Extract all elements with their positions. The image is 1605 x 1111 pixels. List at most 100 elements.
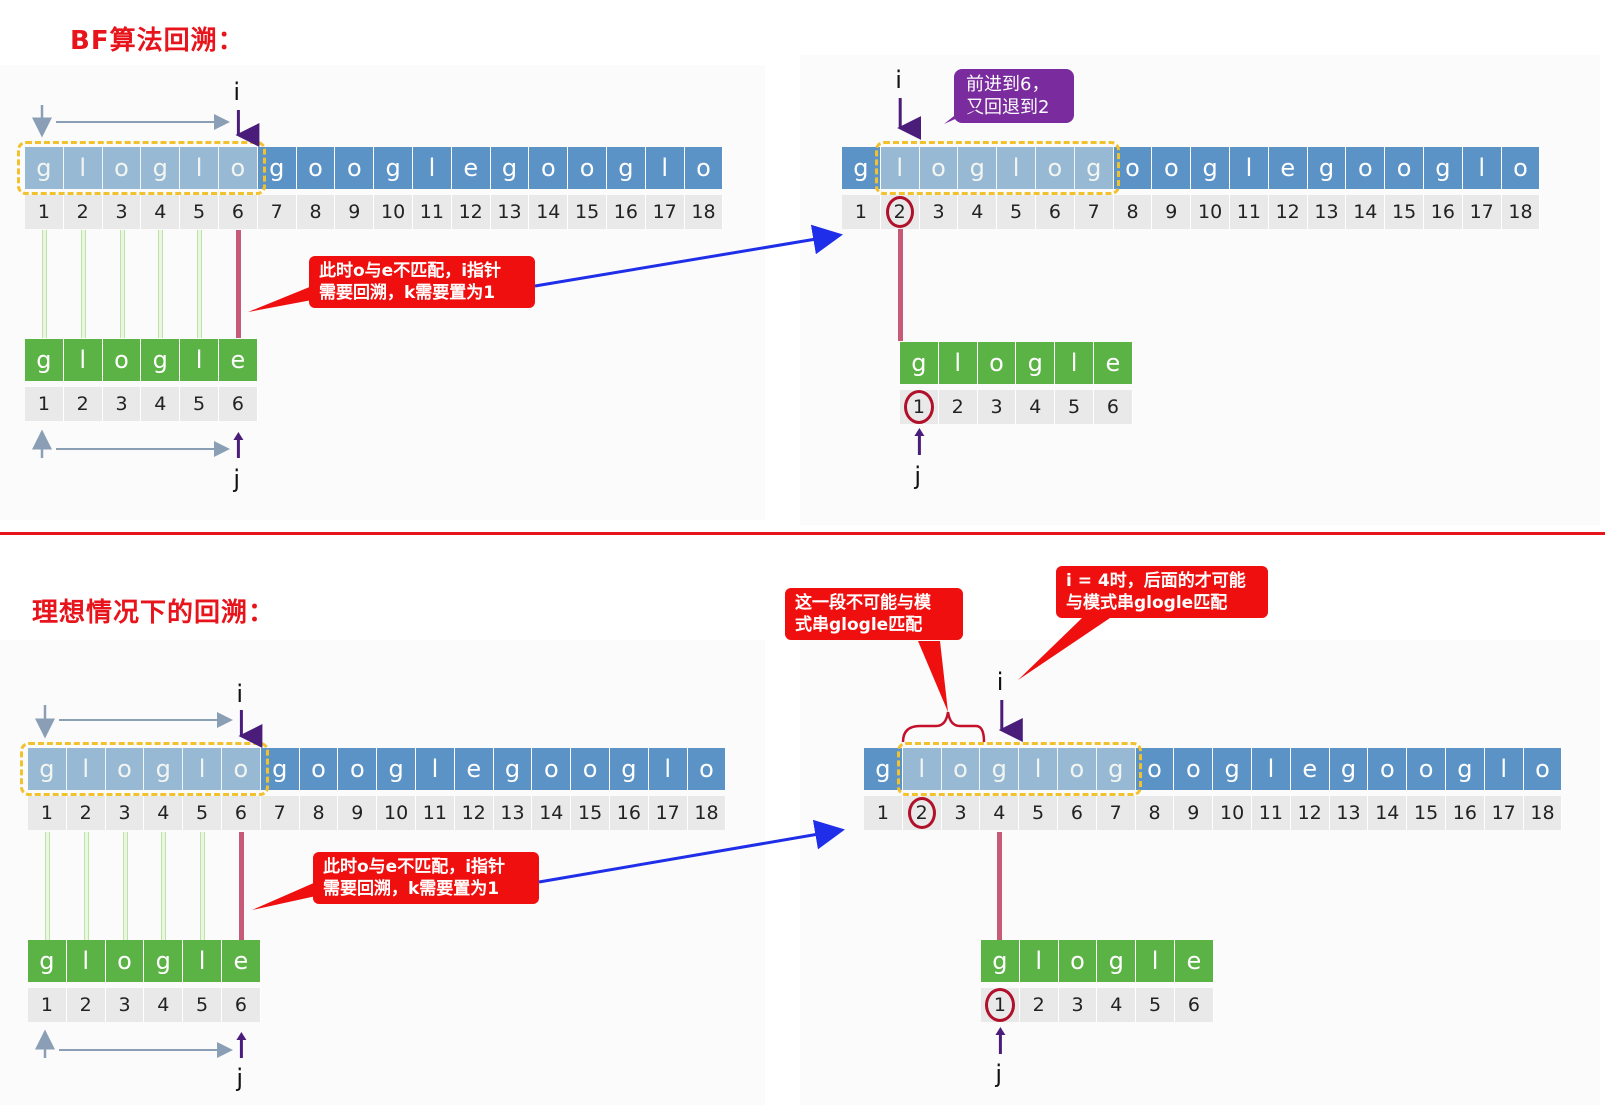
tr-pointer-i: i	[895, 66, 902, 94]
br-main-char-5: l	[1019, 748, 1058, 790]
bl-main-index-18: 18	[687, 796, 727, 830]
tl-main-char-6: o	[219, 147, 258, 189]
br-main-index-14: 14	[1368, 796, 1408, 830]
tl-pattern-char-6: e	[219, 339, 258, 381]
tl-pattern-index-3: 3	[102, 387, 142, 421]
tl-main-index-2: 2	[63, 195, 103, 229]
br-main-char-12: e	[1290, 748, 1330, 790]
tl-pointer-j: j	[233, 465, 241, 493]
callout-mismatch-top: 此时o与e不匹配，i指针 需要回溯，k需要置为1	[309, 256, 535, 308]
bl-main-char-18: o	[687, 748, 727, 790]
bl-main-index-11: 11	[416, 796, 455, 830]
br-main-char-10: g	[1213, 748, 1252, 790]
br-main-char-6: o	[1058, 748, 1097, 790]
tr-main-index-10: 10	[1191, 195, 1230, 229]
br-main-index-10: 10	[1213, 796, 1252, 830]
tl-compared-shade	[25, 147, 258, 189]
br-main-index-5: 5	[1019, 796, 1058, 830]
tr-pattern-index-5: 5	[1055, 390, 1094, 424]
bl-main-char-6: o	[222, 748, 261, 790]
tl-pattern-index-2: 2	[63, 387, 103, 421]
tr-pattern-index-3: 3	[977, 390, 1017, 424]
title-bf-backtrack: BF算法回溯：	[70, 26, 245, 56]
tr-pointer-j: j	[914, 462, 922, 490]
br-main-char-9: o	[1174, 748, 1214, 790]
bl-match-line-5	[200, 832, 206, 940]
tl-main-char-5: l	[180, 147, 219, 189]
tl-main-char-13: g	[490, 147, 530, 189]
bl-main-index-3: 3	[105, 796, 145, 830]
tr-main-index-18: 18	[1501, 195, 1541, 229]
tl-main-index-12: 12	[451, 195, 491, 229]
bl-main-index-6: 6	[222, 796, 261, 830]
bl-compared-shade	[28, 748, 261, 790]
callout-i4-line1: i = 4时，后面的才可能	[1066, 571, 1246, 591]
br-main-char-16: g	[1446, 748, 1485, 790]
callout-i-equals-4: i = 4时，后面的才可能 与模式串glogle匹配	[1056, 566, 1268, 618]
bl-pattern-char-3: o	[105, 940, 145, 982]
tl-main-char-9: o	[335, 147, 375, 189]
tl-pattern-char-1: g	[25, 339, 64, 381]
tr-main-char-16: g	[1424, 147, 1463, 189]
br-pattern-index-4: 4	[1097, 988, 1137, 1022]
tr-pattern-index-4: 4	[1016, 390, 1056, 424]
bl-match-line-2	[83, 832, 89, 940]
tr-main-char-12: e	[1268, 147, 1308, 189]
br-compared-shade	[902, 748, 1136, 790]
bl-main-char-13: g	[493, 748, 533, 790]
tl-match-line-4	[158, 230, 164, 338]
tl-main-char-15: o	[568, 147, 607, 189]
br-main-char-14: o	[1368, 748, 1408, 790]
tr-main-char-11: l	[1230, 147, 1269, 189]
br-main-char-2: l	[902, 748, 942, 790]
bl-main-char-14: o	[532, 748, 572, 790]
tr-main-index-14: 14	[1346, 195, 1386, 229]
tl-main-char-18: o	[684, 147, 724, 189]
tr-main-char-18: o	[1501, 147, 1541, 189]
bl-pattern-index-3: 3	[105, 988, 145, 1022]
tr-main-index-4: 4	[958, 195, 998, 229]
br-pattern-index-2: 2	[1019, 988, 1059, 1022]
tr-pattern-index-6: 6	[1094, 390, 1133, 424]
bl-main-char-16: g	[610, 748, 649, 790]
bl-main-index-10: 10	[377, 796, 416, 830]
bl-pattern-char-5: l	[183, 940, 222, 982]
callout-advance-line1: 前进到6，	[966, 74, 1050, 95]
tl-main-index-14: 14	[529, 195, 569, 229]
tl-match-line-2	[80, 230, 86, 338]
tl-main-char-16: g	[607, 147, 646, 189]
br-main-index-16: 16	[1446, 796, 1485, 830]
br-main-index-12: 12	[1290, 796, 1330, 830]
bottom-right-slide	[800, 640, 1600, 1105]
bl-main-index-13: 13	[493, 796, 533, 830]
tl-mismatch-line	[235, 230, 241, 338]
tr-pattern-char-5: l	[1055, 342, 1094, 384]
callout-mismatch-bottom-line2: 需要回溯，k需要置为1	[323, 879, 500, 899]
tl-main-index-6: 6	[219, 195, 258, 229]
bl-main-index-1: 1	[28, 796, 67, 830]
tr-main-index-17: 17	[1462, 195, 1502, 229]
tr-index-2-circle	[886, 196, 915, 228]
tl-match-box	[17, 141, 266, 195]
tr-main-char-15: o	[1385, 147, 1424, 189]
tr-main-index-5: 5	[997, 195, 1036, 229]
top-right-slide	[800, 55, 1600, 525]
bl-main-index-12: 12	[454, 796, 494, 830]
tl-main-index-17: 17	[645, 195, 685, 229]
bl-main-char-17: l	[648, 748, 688, 790]
tr-main-char-13: g	[1307, 147, 1347, 189]
tr-main-char-6: o	[1036, 147, 1075, 189]
bl-match-box	[20, 742, 269, 796]
bl-pattern-index-1: 1	[28, 988, 67, 1022]
br-pattern-char-4: g	[1097, 940, 1137, 982]
tl-main-char-4: g	[141, 147, 181, 189]
tr-main-char-5: l	[997, 147, 1036, 189]
bl-main-index-16: 16	[610, 796, 649, 830]
bl-main-index-8: 8	[299, 796, 339, 830]
br-pattern-1-circle	[985, 988, 1016, 1022]
br-pointer-j: j	[995, 1060, 1003, 1088]
br-main-index-1: 1	[864, 796, 903, 830]
br-main-index-17: 17	[1484, 796, 1524, 830]
bl-pattern-index-5: 5	[183, 988, 222, 1022]
tl-main-char-10: g	[374, 147, 413, 189]
